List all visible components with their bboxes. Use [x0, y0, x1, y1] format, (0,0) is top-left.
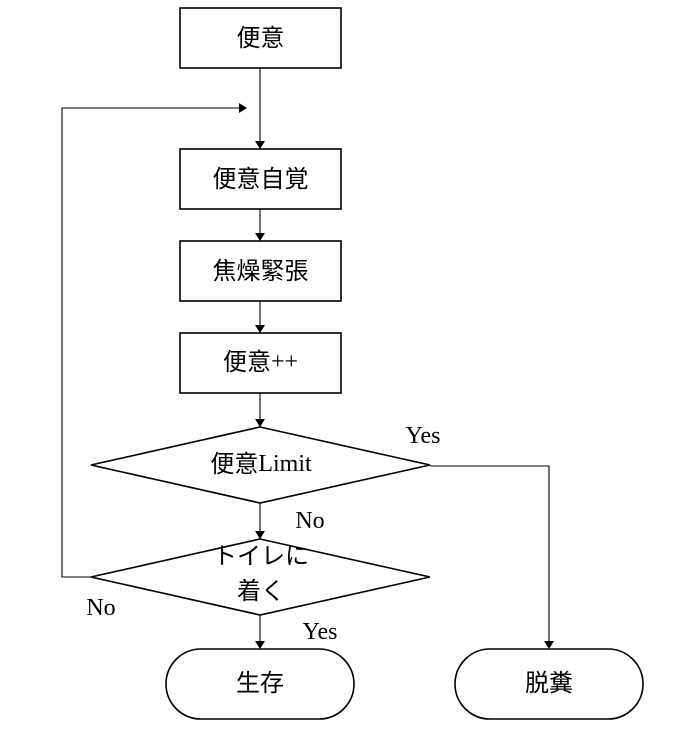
arrowhead-icon: [255, 233, 265, 241]
edge-labels: Yes No Yes No: [86, 423, 440, 645]
connector-limit-yes: [430, 465, 550, 641]
decision-diamond: [90, 538, 431, 616]
node-toilet-check-line1: トイレに: [213, 542, 309, 570]
process-box: [179, 332, 342, 394]
node-limit-check-label: 便意Limit: [210, 450, 312, 478]
edge-label-limit-no: No: [295, 508, 324, 534]
node-increment-label-jp: 便意: [223, 348, 271, 376]
edge-label-toilet-no: No: [86, 595, 115, 621]
arrowhead-icon: [255, 419, 265, 427]
edge-label-toilet-yes: Yes: [303, 619, 338, 645]
arrowhead-icon: [255, 531, 265, 539]
arrowhead-icon: [239, 103, 247, 113]
arrowhead-icon: [255, 641, 265, 649]
node-start: 便意: [179, 7, 342, 69]
node-anxiety: 焦燥緊張: [179, 240, 342, 302]
node-increment-label-latin: ++: [271, 349, 298, 375]
process-box: [179, 148, 342, 210]
node-awareness-label: 便意自覚: [213, 165, 309, 193]
node-survive-label: 生存: [236, 669, 284, 697]
terminal-box: [454, 648, 644, 720]
node-anxiety-label: 焦燥緊張: [213, 257, 309, 285]
node-limit-check-label-latin: Limit: [258, 451, 312, 477]
edge-label-limit-yes: Yes: [406, 423, 441, 449]
terminal-box: [165, 648, 355, 720]
node-toilet-check-line2: 着く: [237, 577, 285, 605]
node-limit-check: 便意Limit: [90, 426, 431, 504]
node-limit-check-label-jp: 便意: [210, 450, 258, 478]
node-start-label: 便意: [237, 24, 285, 52]
node-defecate: 脱糞: [454, 648, 644, 720]
process-box: [179, 240, 342, 302]
process-box: [179, 7, 342, 69]
node-defecate-label: 脱糞: [525, 669, 573, 697]
node-increment: 便意++: [179, 332, 342, 394]
node-survive: 生存: [165, 648, 355, 720]
decision-diamond: [90, 426, 431, 504]
node-increment-label: 便意++: [223, 348, 298, 376]
connector-toilet-no-loop: [61, 107, 239, 578]
arrowhead-icon: [255, 325, 265, 333]
node-toilet-check: トイレに 着く: [90, 538, 431, 616]
arrowhead-icon: [255, 141, 265, 149]
connectors: [61, 68, 554, 649]
node-awareness: 便意自覚: [179, 148, 342, 210]
arrowhead-icon: [544, 641, 554, 649]
